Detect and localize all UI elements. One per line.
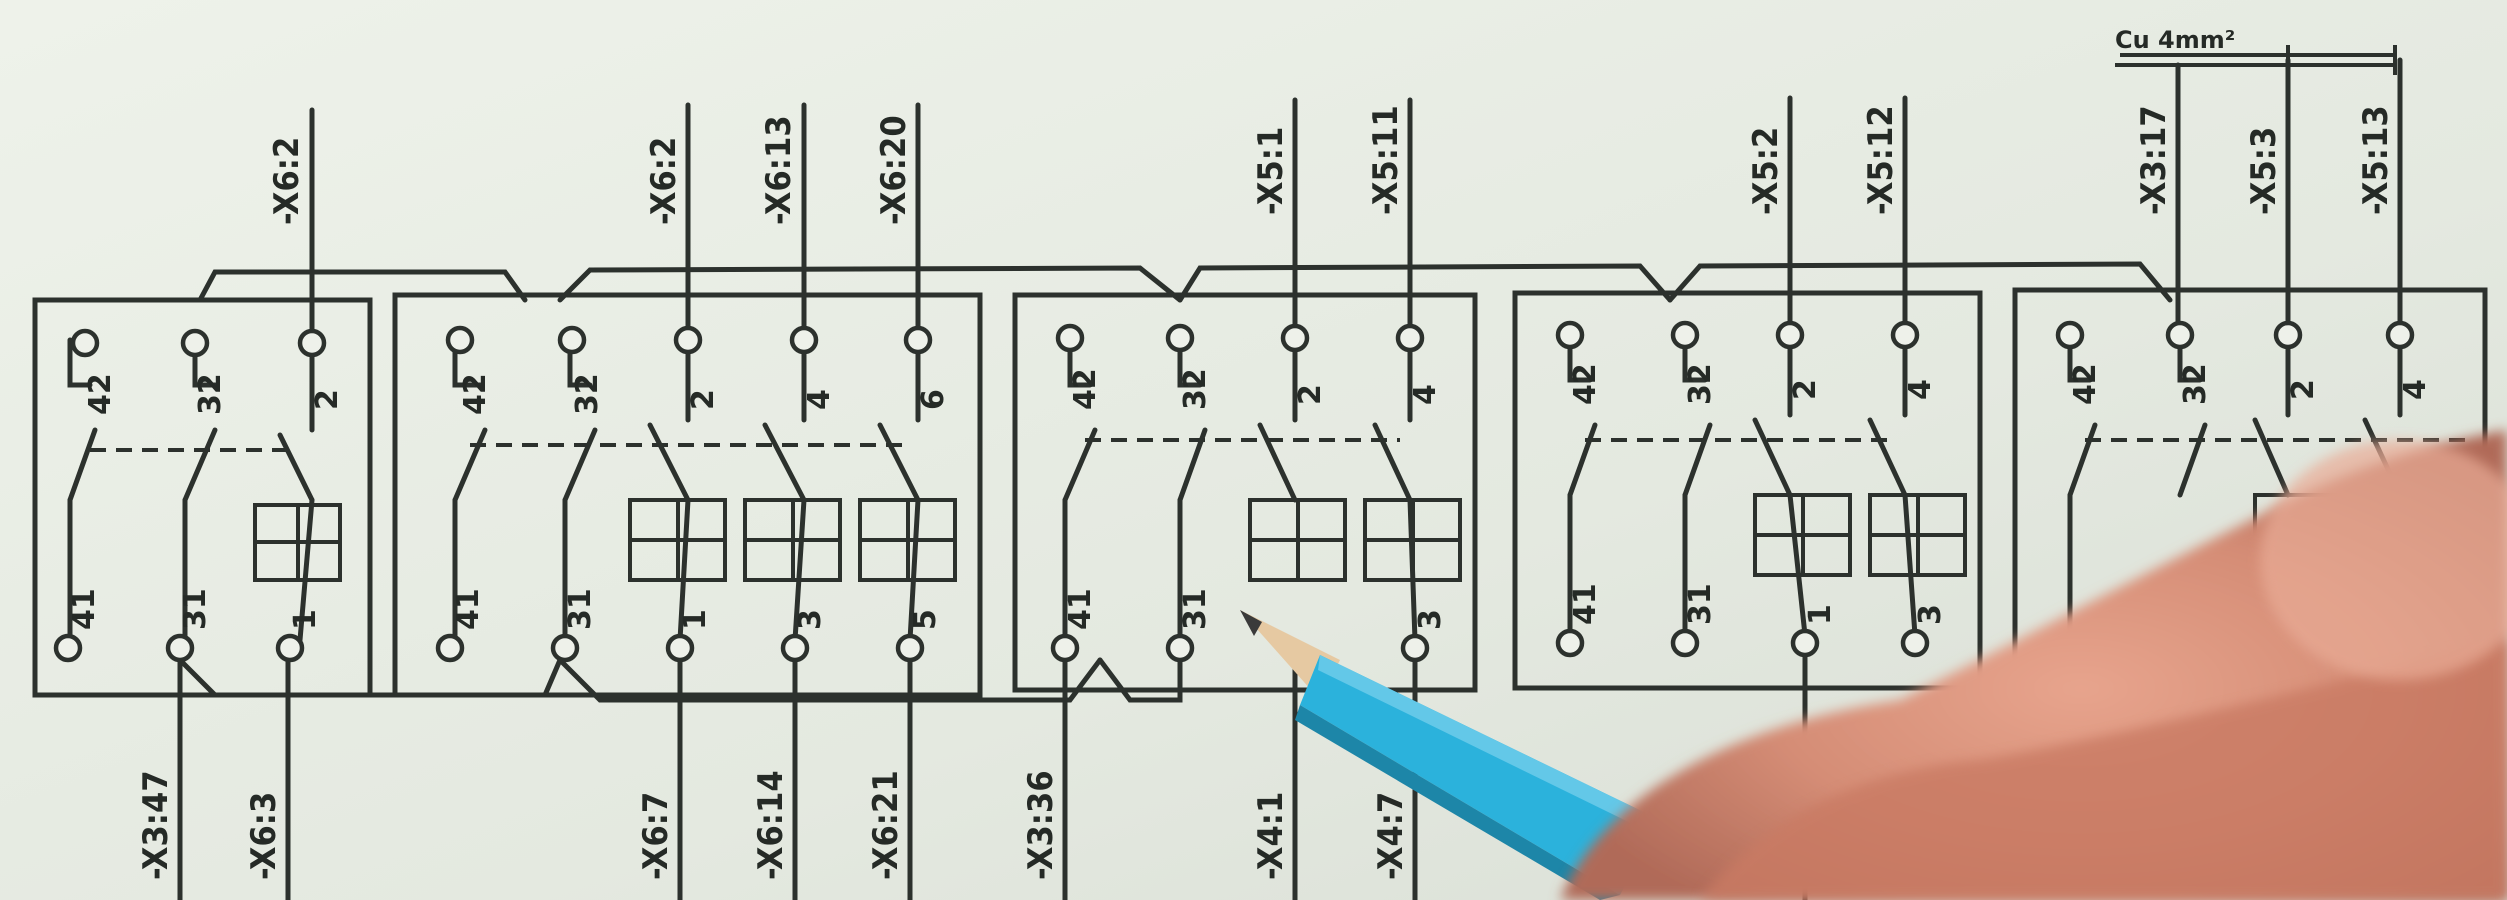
wire-label: -X4:7 — [1371, 792, 1411, 880]
wire-label: -X5:11 — [1366, 105, 1406, 215]
pin-label: 6 — [916, 389, 951, 410]
pin-label: 2 — [1293, 384, 1328, 405]
pin-label: 2 — [310, 389, 345, 410]
wire-label: -X6:20 — [874, 115, 914, 225]
pin-label: 3 — [1913, 604, 1948, 625]
pin-label: 4 — [1903, 379, 1938, 400]
cable-note: Cu 4mm² — [2115, 26, 2235, 54]
pin-label: 41 — [67, 588, 102, 630]
pin-label: 32 — [193, 373, 228, 415]
pin-numbers: 42 32 2 41 31 1 42 32 2 4 6 41 31 1 3 5 … — [67, 363, 2433, 630]
wire-label: -X6:2 — [267, 137, 307, 225]
wire-label: -X6:7 — [636, 792, 676, 880]
pin-label: 42 — [1068, 368, 1103, 410]
pin-label: 2 — [1788, 379, 1823, 400]
wire-label: -X5:1 — [1251, 127, 1291, 215]
pin-label: 41 — [1063, 588, 1098, 630]
wire-label: -X6:2 — [644, 137, 684, 225]
pin-label: 3 — [793, 609, 828, 630]
top-wires — [309, 45, 2403, 338]
wire-label: -X3:36 — [1021, 770, 1061, 880]
pin-label: 5 — [908, 609, 943, 630]
pin-label: 2 — [686, 389, 721, 410]
pin-label: 41 — [451, 588, 486, 630]
pin-label: 31 — [1683, 583, 1718, 625]
pin-label: 1 — [1803, 604, 1838, 625]
pin-label: 32 — [570, 373, 605, 415]
bottom-wire-labels: -X3:47 -X6:3 -X6:7 -X6:14 -X6:21 -X3:36 … — [136, 769, 1801, 880]
wire-label: -X6:3 — [244, 792, 284, 880]
pin-label: 2 — [2286, 379, 2321, 400]
pin-label: 31 — [1178, 588, 1213, 630]
hand — [1560, 430, 2507, 900]
wire-label: -X6:14 — [751, 770, 791, 880]
terminals — [53, 320, 2415, 663]
wire-label: -X5:2 — [1746, 127, 1786, 215]
wire-label: -X5:13 — [2356, 105, 2396, 215]
pin-label: 42 — [2068, 363, 2103, 405]
top-wire-labels: -X6:2 -X6:2 -X6:13 -X6:20 -X5:1 -X5:11 -… — [267, 26, 2396, 225]
wire-label: -X6:21 — [866, 770, 906, 880]
pin-label: 32 — [1178, 368, 1213, 410]
wire-label: -X4:1 — [1251, 792, 1291, 880]
pin-label: 42 — [83, 373, 118, 415]
pin-label: 4 — [1408, 384, 1443, 405]
pin-label: 1 — [678, 609, 713, 630]
pin-label: 31 — [178, 588, 213, 630]
pin-label: 4 — [2398, 379, 2433, 400]
wire-label: -X5:3 — [2244, 127, 2284, 215]
wire-label: -X3:17 — [2134, 105, 2174, 215]
pin-label: 31 — [563, 588, 598, 630]
pin-label: 41 — [1568, 583, 1603, 625]
pencil — [1240, 610, 1660, 900]
pin-label: 4 — [802, 389, 837, 410]
bus-lines — [177, 261, 2173, 703]
pin-label: 3 — [1413, 609, 1448, 630]
pin-label: 32 — [2178, 363, 2213, 405]
pin-label: 42 — [1568, 363, 1603, 405]
wire-label: -X3:47 — [136, 770, 176, 880]
wire-label: -X5:12 — [1861, 105, 1901, 215]
pin-label: 32 — [1683, 363, 1718, 405]
pin-label: 1 — [288, 609, 323, 630]
pin-label: 42 — [458, 373, 493, 415]
wire-label: -X6:13 — [759, 115, 799, 225]
